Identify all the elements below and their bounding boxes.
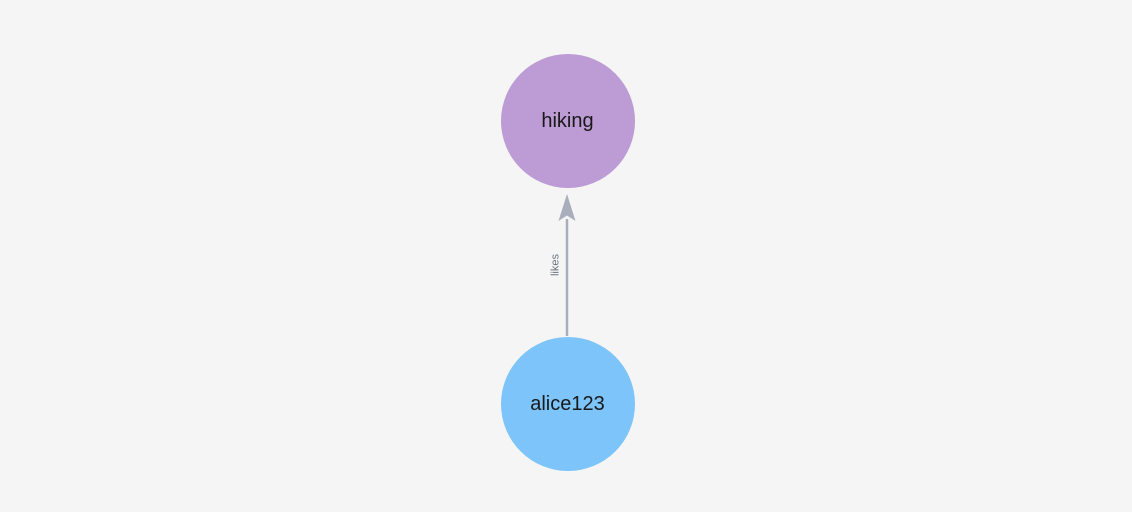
graph-node-label: hiking bbox=[541, 109, 594, 132]
graph-node-label: alice123 bbox=[530, 392, 605, 415]
graph-node-alice123[interactable]: alice123 bbox=[500, 336, 635, 471]
edge-arrowhead-icon bbox=[558, 194, 576, 221]
graph-node-hiking[interactable]: hiking bbox=[500, 53, 635, 188]
edge-alice123-likes-hiking[interactable] bbox=[558, 194, 576, 336]
edge-label-likes: likes bbox=[549, 253, 562, 277]
